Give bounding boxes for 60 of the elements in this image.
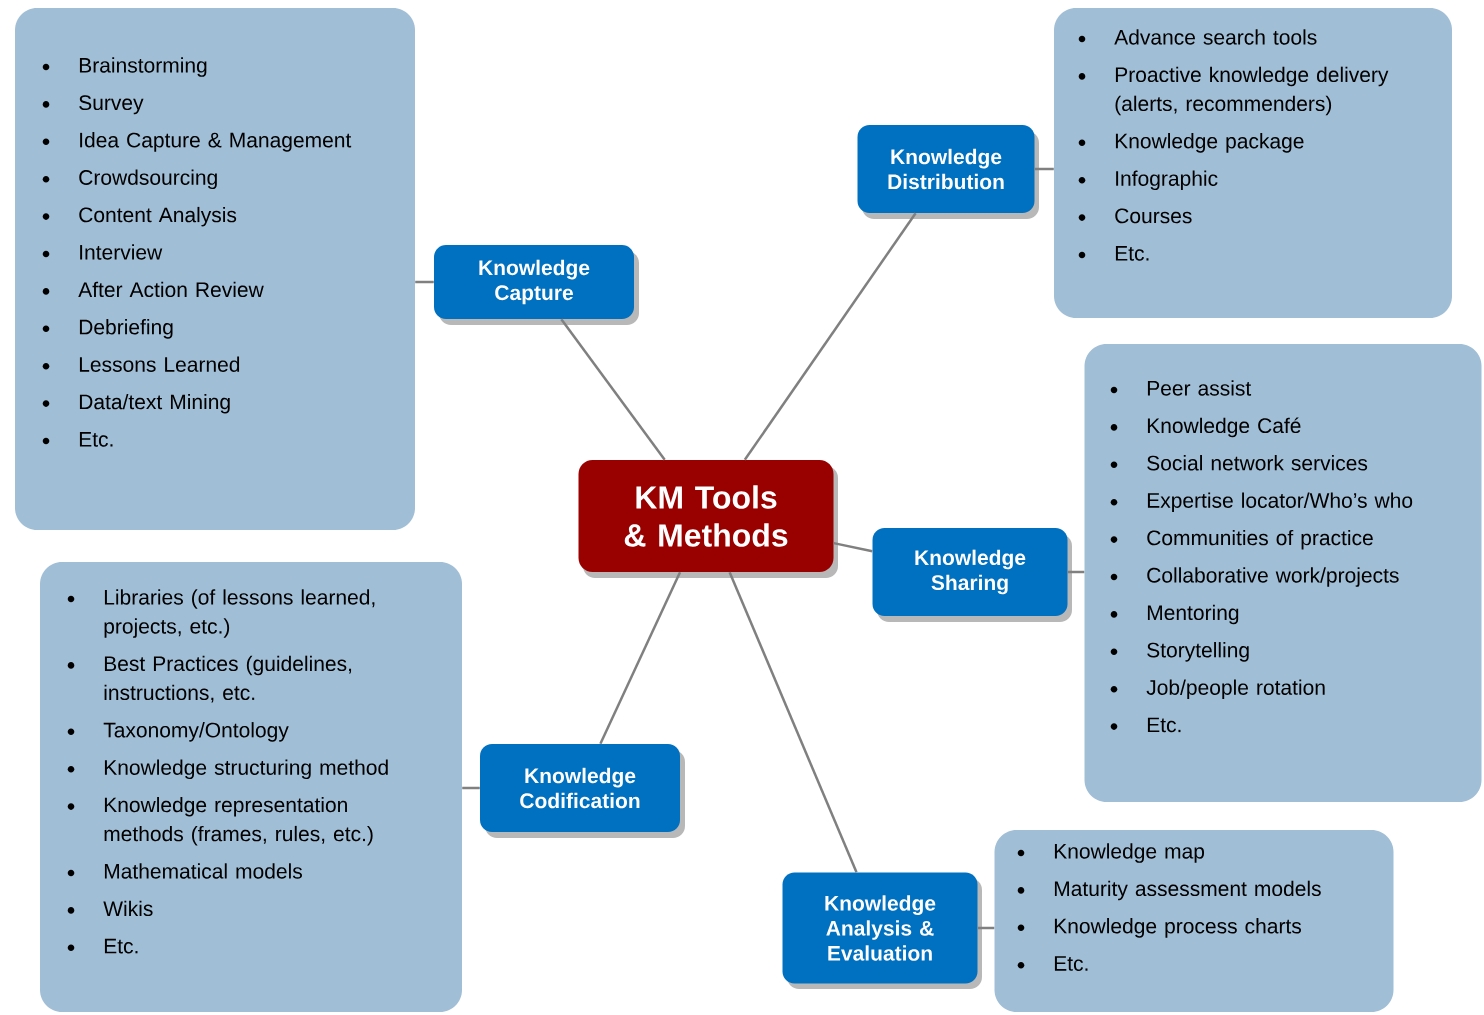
list-panel — [994, 830, 1394, 1012]
list-item: Knowledge representation methods (frames, rules, etc.) — [104, 796, 373, 846]
list-item: Crowdsourcing — [79, 169, 217, 190]
list-panel — [1084, 344, 1482, 802]
connector-line — [599, 571, 682, 745]
list-item: Etc. — [79, 432, 113, 447]
connector-line — [462, 786, 480, 790]
list-item: Knowledge structuring method — [104, 759, 388, 780]
list-item: Debriefing — [79, 319, 173, 339]
connector-line — [833, 541, 873, 553]
list-item: Idea Capture & Management — [80, 132, 352, 152]
central-box: KM Tools & Methods — [578, 460, 838, 578]
list-item: Content Analysis — [79, 206, 237, 227]
list-item: Knowledge Café — [1147, 417, 1301, 438]
list-item: Mathematical models — [104, 863, 302, 879]
list-item: Knowledge process charts — [1054, 918, 1301, 938]
list-item: Infographic — [1116, 170, 1218, 191]
list-item: Taxonomy/Ontology — [103, 722, 289, 742]
list-item: Best Practices (guidelines, instructions, etc. — [104, 655, 352, 703]
list-item: Etc. — [1115, 246, 1149, 261]
list-item: Knowledge map — [1054, 843, 1205, 863]
category-box: Knowledge Distribution — [857, 125, 1039, 219]
list-item: Etc. — [1147, 717, 1181, 733]
list-item: Mentoring — [1147, 604, 1239, 625]
category-box: Knowledge Sharing — [872, 528, 1072, 622]
list-item: Data/text Mining — [79, 393, 230, 414]
list-item: Storytelling — [1147, 642, 1249, 662]
connector-line — [1067, 570, 1085, 574]
list-panel — [1054, 8, 1452, 318]
list-item: Lessons Learned — [79, 356, 240, 372]
list-item: Etc. — [104, 938, 138, 954]
list-item: Knowledge package — [1115, 133, 1304, 153]
connector-line — [415, 280, 434, 284]
list-panel — [15, 8, 415, 530]
list-item: Collaborative work/projects — [1147, 567, 1399, 587]
list-item: Etc. — [1054, 956, 1088, 971]
list-item: Peer assist — [1147, 380, 1252, 396]
list-item: Communities of practice — [1147, 529, 1373, 550]
list-item: Job/people rotation — [1146, 679, 1325, 700]
list-item: Brainstorming — [79, 57, 207, 77]
connector-line — [977, 926, 995, 930]
list-item: Libraries (of lessons learned, projects, etc.) — [104, 589, 375, 638]
list-panel — [40, 562, 462, 1012]
list-item: Social network services — [1147, 455, 1368, 471]
connector-line — [743, 212, 917, 461]
list-item: Survey — [79, 95, 144, 115]
list-item: Wikis — [103, 900, 153, 917]
list-item: After Action Review — [78, 281, 264, 298]
category-box: Knowledge Codification — [480, 744, 685, 838]
category-box: Knowledge Analysis & Evaluation — [782, 872, 982, 989]
list-item: Courses — [1115, 208, 1192, 224]
list-item: Interview — [80, 244, 163, 260]
connector-line — [1034, 167, 1054, 171]
list-item: Advance search tools — [1114, 29, 1317, 45]
category-box: Knowledge Capture — [434, 245, 639, 325]
list-item: Proactive knowledge delivery (alerts, recommenders) — [1115, 66, 1389, 116]
connector-line — [728, 571, 858, 873]
list-item: Maturity assessment models — [1054, 880, 1321, 901]
list-item: Expertise locator/Who’s who — [1147, 492, 1413, 513]
connector-line — [560, 318, 666, 461]
